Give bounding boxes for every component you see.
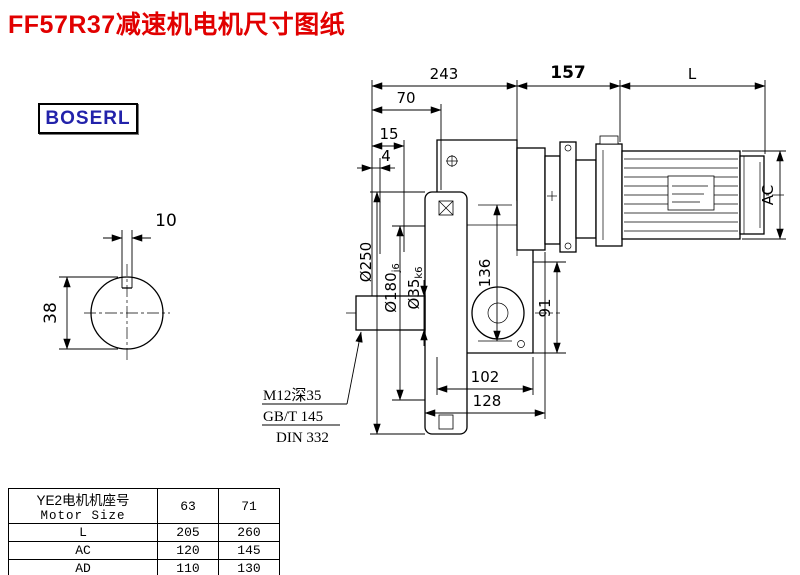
table-header-frame-63: 63 (157, 488, 219, 524)
cell-AC-63: 120 (157, 541, 219, 560)
dim-38-label: 38 (41, 302, 61, 324)
table-row-AD: AD 110 130 (8, 559, 280, 575)
motor-fins (624, 158, 738, 232)
dim-243-label: 243 (430, 65, 459, 83)
vent-plug-icon (446, 155, 458, 167)
cell-L-63: 205 (157, 523, 219, 542)
dim-L-label: L (688, 65, 697, 83)
table-header-frame-71: 71 (218, 488, 280, 524)
size-table: YE2电机机座号 Motor Size 63 71 L 205 260 AC 1… (8, 488, 280, 575)
brand-logo: BOSERL (38, 103, 138, 134)
output-shaft (355, 295, 426, 331)
output-flange (424, 191, 468, 435)
cell-L-71: 260 (218, 523, 280, 542)
dim-ac-label: AC (759, 185, 777, 205)
motor-side-view (621, 150, 765, 240)
table-row-AC: AC 120 145 (8, 541, 280, 560)
dim-shaft-38: 38 (41, 276, 118, 350)
row-label-AC: AC (8, 541, 158, 560)
dim-136: 136 (476, 204, 512, 342)
table-header-motor-size: YE2电机机座号 Motor Size (8, 488, 158, 524)
row-label-L: L (8, 523, 158, 542)
dim-lines-top: 243 157 L 70 15 4 (357, 63, 766, 296)
cell-AD-71: 130 (218, 559, 280, 575)
dim-keyway-width: 10 (103, 211, 177, 242)
motor-adapter (516, 135, 623, 253)
dim-128: 128 (424, 252, 546, 419)
cell-AC-71: 145 (218, 541, 280, 560)
dim-10-label: 10 (155, 211, 177, 231)
note-gbt-label: GB/T 145 (263, 409, 323, 425)
dim-102-label: 102 (471, 368, 500, 386)
dim-dia250-label: Ø250 (357, 242, 375, 282)
dim-dia35-label: Ø35k6 (405, 266, 425, 309)
dim-136-label: 136 (476, 259, 494, 288)
thread-note: M12深35 GB/T 145 DIN 332 (262, 331, 363, 446)
motor-nameplate (667, 175, 715, 211)
dim-157-label: 157 (550, 63, 586, 83)
dim-flange-diameters: Ø250 Ø180j6 Ø35k6 (357, 191, 428, 435)
cell-AD-63: 110 (157, 559, 219, 575)
dim-102: 102 (436, 357, 534, 395)
row-label-AD: AD (8, 559, 158, 575)
dim-ac: AC (742, 150, 786, 240)
dim-128-label: 128 (473, 392, 502, 410)
dim-15-label: 15 (379, 125, 398, 143)
dim-4-label: 4 (381, 147, 391, 165)
note-din-label: DIN 332 (276, 430, 329, 446)
table-header-row: YE2电机机座号 Motor Size 63 71 (8, 488, 280, 524)
note-tap-label: M12深35 (263, 387, 321, 404)
table-row-L: L 205 260 (8, 523, 280, 542)
brand-logo-text: BOSERL (45, 107, 131, 129)
page-title: FF57R37减速机电机尺寸图纸 (8, 11, 346, 39)
fan-cover (739, 155, 765, 235)
dim-91: 91 (533, 261, 566, 354)
dim-dia180-label: Ø180j6 (382, 263, 402, 313)
dim-70-label: 70 (396, 89, 415, 107)
